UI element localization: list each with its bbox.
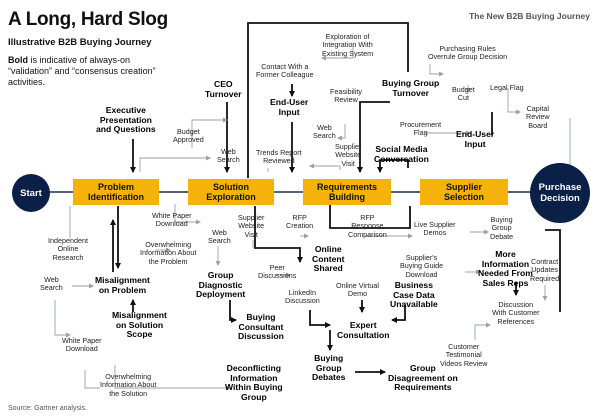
edge-exploration-text [321,44,354,61]
activity-independent-online-research: Independent Online Research [48,236,88,262]
activity-legal-flag: Legal Flag [490,83,524,92]
activity-misalignment-problem: Misalignment on Problem [95,275,150,295]
activity-web-search-mid: Web Search [313,123,336,141]
edge-social-to-requirements [377,159,409,173]
activity-more-info-sales: More Information Needed From Sales Reps [478,249,533,288]
activity-rfp-response: RFP Response Comparison [348,213,387,239]
edge-refs-loop [545,229,561,312]
activity-purchasing-rules: Purchasing Rules Overrule Group Decision [428,44,508,62]
activity-end-user-input-1: End-User Input [270,97,309,117]
edge-requirements-loop [329,192,411,229]
activity-buying-group-debates: Buying Group Debates [312,353,346,383]
edge-overwhelming-sol [114,365,231,391]
activity-contact-former-colleague: Contact With a Former Colleague [256,62,314,80]
edge-overwhelming-line [84,370,100,389]
activity-exec-presentation: Executive Presentation and Questions [96,105,156,135]
activity-business-case-data: Business Case Data Unavailable [390,280,438,310]
stage-solution-exploration: Solution Exploration [188,179,274,205]
stage-requirements-building: Requirements Building [303,179,391,205]
edge-diagnostic-to-consultant [229,300,237,323]
activity-peer-discussions: Peer Discussions [258,263,297,281]
activity-white-paper-download-2: White Paper Download [62,336,102,354]
edge-businesscase-to-expert [391,305,406,323]
activity-misalignment-solution-scope: Misalignment on Solution Scope [112,310,167,340]
activity-budget-approved: Budget Approved [173,127,204,145]
activity-supplier-website-visit-2: Supplier Website Visit [238,213,265,239]
activity-web-search-sol: Web Search [208,228,231,246]
intro-rest: is indicative of always-on “validation” … [8,55,156,87]
activity-procurement-flag: Procurement Flag [400,120,442,138]
activity-buying-group-debate: Buying Group Debate [490,215,514,241]
activity-exploration-integration: Exploration of Integration With Existing… [322,32,374,58]
edge-whitepaper-1 [174,204,201,225]
activity-ceo-turnover: CEO Turnover [205,79,242,99]
activity-overwhelming-info-problem: Overwhelming Information About the Probl… [140,240,197,266]
activity-supplier-website-visit-top: Supplier Website Visit [335,142,362,168]
activity-group-disagreement: Group Disagreement on Requirements [388,363,458,393]
activity-buying-consultant: Buying Consultant Discussion [238,312,284,342]
edge-purchasing-rules [429,64,444,77]
activity-online-virtual-demo: Online Virtual Demo [336,281,380,299]
activity-live-supplier-demos: Live Supplier Demos [414,220,456,238]
activity-expert-consultation: Expert Consultation [337,320,390,340]
start-label: Start [20,187,42,199]
intro-text: Bold is indicative of always-on “validat… [8,55,168,88]
activity-trends-report: Trends Report Reviewed [256,148,302,166]
edge-legal [507,88,521,115]
page-title: A Long, Hard Slog [8,9,168,30]
edge-testimonial [474,322,491,340]
activity-budget-cut: Budget Cut [452,85,475,103]
activity-contract-updates: Contract Updates Required [530,257,560,283]
edge-exploration-loop [247,22,409,178]
edge-white-paper-2 [54,300,71,338]
edge-linkedin-to-expert [309,310,331,328]
edge-turnover-to-requirements [357,101,390,173]
diagram-subtitle: Illustrative B2B Buying Journey [8,37,152,48]
purchase-decision-node: Purchase Decision [530,163,590,223]
edge-feasibility [337,124,346,141]
edge-solution-to-content [254,206,303,263]
intro-bold: Bold [8,55,28,65]
stage-problem-identification: Problem Identification [73,179,159,205]
activity-linkedin-discussion: LinkedIn Discussion [285,288,320,306]
purchase-decision-label: Purchase Decision [538,182,582,204]
activity-online-content-shared: Online Content Shared [312,244,345,274]
activity-social-media: Social Media Conversation [374,144,429,164]
activity-group-diagnostic: Group Diagnostic Deployment [196,270,246,300]
brand-label: The New B2B Buying Journey [469,11,590,21]
activity-capital-review-board: Capital Review Board [526,104,550,130]
activity-suppliers-buying-guide: Supplier's Buying Guide Download [400,253,444,279]
activity-web-search-left: Web Search [40,275,63,293]
stage-supplier-selection: Supplier Selection [420,179,508,205]
start-node: Start [12,174,50,212]
edge-budget-approved [191,117,228,148]
edge-websearch-top [139,155,211,172]
source-note: Source: Gartner analysis. [8,405,87,412]
activity-discussion-customer-refs: Discussion With Customer References [492,300,540,326]
activity-web-search-top: Web Search [217,147,240,165]
activity-buying-group-turnover: Buying Group Turnover [382,78,440,98]
edge-supplier-web [309,163,341,170]
activity-overwhelming-info-solution: Overwhelming Information About the Solut… [100,372,157,398]
activity-rfp-creation: RFP Creation [286,213,314,231]
activity-customer-testimonial: Customer Testimonial Videos Review [440,342,488,368]
activity-end-user-input-2: End-User Input [456,129,495,149]
activity-feasibility-review: Feasibility Review [330,87,362,105]
activity-white-paper-download-1: White Paper Download [152,211,192,229]
activity-deconflicting-info: Deconflicting Information Within Buying … [225,363,283,402]
